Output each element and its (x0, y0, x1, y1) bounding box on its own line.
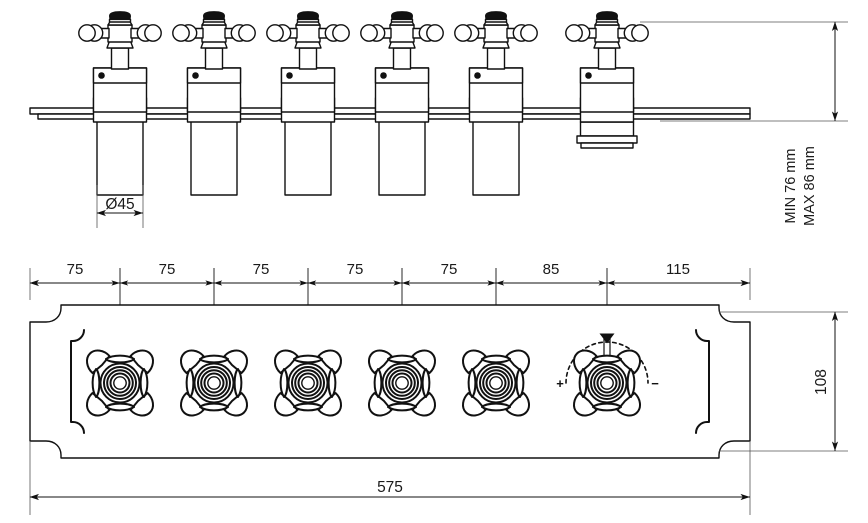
spacing-label-1: 75 (67, 261, 84, 278)
handle-plan-4 (367, 349, 437, 417)
valve-elevation-4 (360, 10, 444, 196)
diameter-dimension: Ø45 (96, 185, 144, 228)
handle-plan-1 (85, 349, 155, 417)
handle-plan-5 (461, 349, 531, 417)
depth-dimension: MIN 76 mm MAX 86 mm (640, 21, 848, 226)
front-elevation-view: Ø45 MIN 76 mm MAX 86 mm (29, 10, 848, 228)
plate-height-label: 108 (813, 369, 830, 395)
top-plan-view: + − 575 108 (29, 304, 848, 515)
plate-inner-bracket-left (70, 329, 85, 434)
spacing-label-5: 75 (441, 261, 458, 278)
depth-max-label: MAX 86 mm (802, 146, 818, 226)
spacing-label-2: 75 (159, 261, 176, 278)
plate-inner-bracket-right (695, 329, 710, 434)
valve-elevation-2 (172, 10, 256, 196)
thermostat-minus-label: − (651, 376, 659, 391)
depth-min-label: MIN 76 mm (783, 149, 799, 224)
handle-plan-6-thermostatic: + − (556, 333, 659, 417)
handle-plan-2 (179, 349, 249, 417)
thermostat-plus-label: + (556, 376, 564, 391)
valve-elevation-1 (78, 10, 162, 196)
diameter-label: Ø45 (105, 196, 134, 213)
spacing-label-3: 75 (253, 261, 270, 278)
valve-elevation-5 (454, 10, 538, 196)
plate-height-dimension: 108 (719, 311, 848, 452)
overall-length-label: 575 (377, 479, 403, 496)
spacing-label-7: 115 (666, 261, 690, 278)
handle-plan-3 (273, 349, 343, 417)
overall-length-dimension: 575 (29, 441, 751, 515)
valve-elevation-3 (266, 10, 350, 196)
valve-elevation-6-thermostatic (565, 10, 649, 149)
spacing-label-4: 75 (347, 261, 364, 278)
spacing-label-6: 85 (543, 261, 560, 278)
